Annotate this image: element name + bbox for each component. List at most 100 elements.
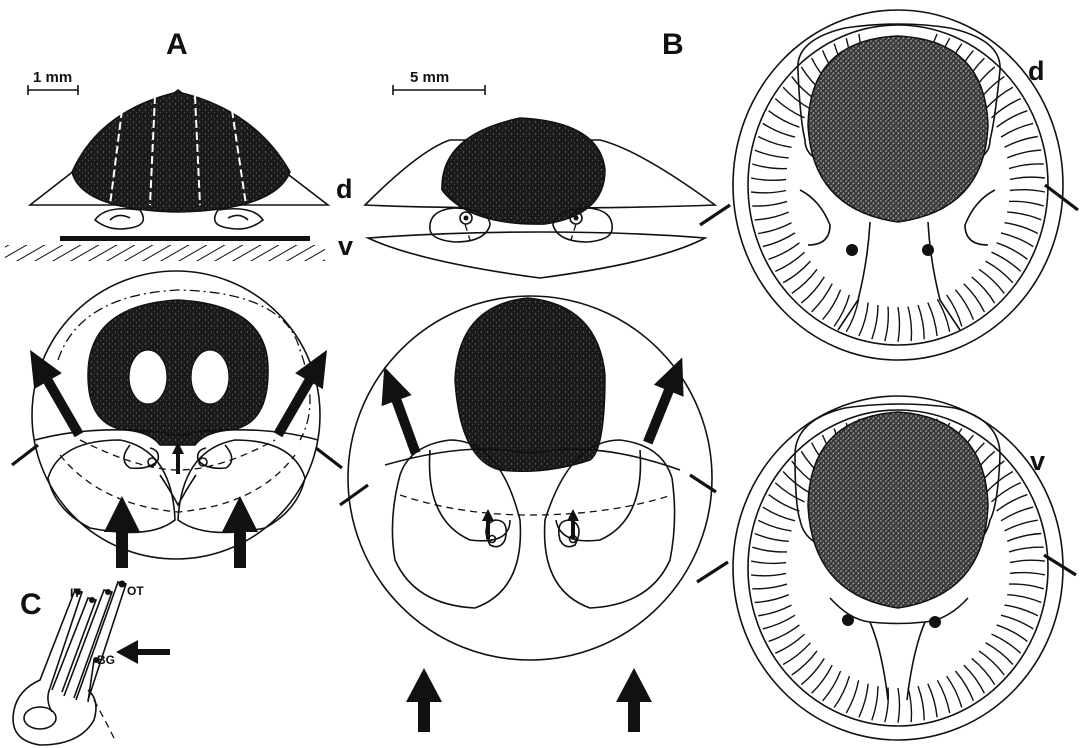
canal-branch [769, 625, 800, 642]
canal-branch [1001, 123, 1033, 137]
canal-branch [947, 676, 962, 707]
canal-branch [783, 472, 810, 494]
canal-branch [752, 164, 787, 169]
canal-branch [1009, 201, 1044, 206]
canal-branch [763, 123, 795, 137]
canal-branch [918, 686, 924, 720]
canal-branch [1005, 223, 1038, 234]
canal-branch [755, 212, 789, 220]
canal-branch [783, 261, 810, 283]
scale-bar-5mm: 5 mm [393, 69, 485, 95]
canal-branch [992, 634, 1021, 653]
canal-branch [1010, 560, 1045, 562]
canal-branch [846, 680, 858, 713]
canal-branch [1007, 534, 1041, 542]
scale-bar-1mm-label: 1 mm [33, 69, 72, 86]
canal-branch [1010, 190, 1045, 192]
canal-branch [972, 658, 995, 684]
canal-branch [758, 605, 791, 616]
canal-branch [979, 651, 1004, 675]
panel-b-ventral-view [348, 296, 712, 660]
canal-branch [758, 223, 791, 234]
panel-b-label: B [662, 28, 684, 61]
it-label: IT [70, 586, 81, 600]
canal-branch [792, 651, 817, 675]
canal-branch [823, 671, 841, 701]
canal-branch [752, 547, 787, 552]
panel-a-side-view [5, 90, 328, 261]
canal-branch [1010, 177, 1045, 179]
canal-branch [1010, 573, 1045, 575]
canal-branch [986, 261, 1013, 283]
arrow-b-bottom-right [616, 668, 652, 732]
canal-branch [928, 303, 937, 337]
canal-branch [972, 277, 995, 303]
canal-branch [783, 643, 810, 665]
arrow-a-bottom-left [104, 496, 140, 568]
tick-d-left [700, 205, 730, 225]
canal-branch [1001, 507, 1033, 521]
panel-a-ventral-view [32, 271, 320, 559]
canal-branch [928, 684, 937, 718]
right-dorsal-view [733, 10, 1063, 360]
canal-branch [812, 284, 833, 312]
canal-branch [755, 534, 789, 542]
canal-branch [1007, 595, 1041, 603]
scale-bar-1mm: 1 mm [28, 69, 78, 95]
ventral-label-center: v [338, 231, 353, 261]
panel-a-label: A [166, 28, 188, 61]
canal-branch [801, 277, 824, 303]
arrow-a-bottom-right [222, 496, 258, 568]
canal-branch [792, 269, 817, 293]
canal-branch [859, 303, 868, 337]
canal-branch [964, 284, 985, 312]
canal-branch [751, 561, 786, 563]
canal-branch [992, 252, 1021, 271]
canal-branch [1007, 212, 1041, 220]
bg-label: BG [97, 653, 115, 667]
canal-branch [898, 688, 900, 723]
canal-branch [1009, 547, 1044, 552]
panel-c-label: C [20, 588, 42, 621]
arrow-b-small-left [482, 509, 494, 539]
canal-branch [859, 684, 868, 718]
scale-bar-5mm-label: 5 mm [410, 69, 449, 86]
canal-branch [1001, 233, 1033, 247]
tick-v-left [697, 562, 728, 582]
canal-branch [752, 201, 787, 206]
arrow-a-small-center [172, 442, 184, 474]
canal-branch [872, 686, 878, 720]
canal-branch [751, 191, 786, 193]
arrow-c-left [116, 640, 170, 664]
ventral-label-right: v [1030, 446, 1045, 476]
canal-branch [1009, 584, 1044, 589]
canal-branch [752, 584, 787, 589]
canal-branch [755, 595, 789, 603]
canal-branch [979, 269, 1004, 293]
arrow-a-upleft [16, 342, 93, 443]
canal-branch [898, 307, 900, 342]
canal-branch [964, 665, 985, 693]
canal-branch [885, 307, 889, 342]
canal-branch [769, 243, 800, 259]
canal-branch [783, 87, 810, 109]
canal-branch [758, 520, 791, 531]
canal-branch [908, 307, 912, 342]
canal-branch [997, 495, 1028, 512]
canal-branch [751, 573, 786, 575]
panel-b-side-view [365, 118, 715, 278]
canal-branch [1007, 150, 1041, 158]
canal-branch [801, 658, 824, 684]
dorsal-label-right: d [1028, 56, 1045, 86]
canal-branch [986, 643, 1013, 665]
canal-branch [751, 178, 786, 180]
canal-branch [775, 483, 804, 502]
canal-branch [918, 305, 924, 339]
canal-branch [763, 233, 795, 247]
dorsal-label-center: d [336, 174, 353, 204]
canal-branch [997, 111, 1028, 128]
canal-branch [1001, 615, 1033, 629]
canal-branch [823, 290, 841, 320]
canal-branch [763, 507, 795, 521]
